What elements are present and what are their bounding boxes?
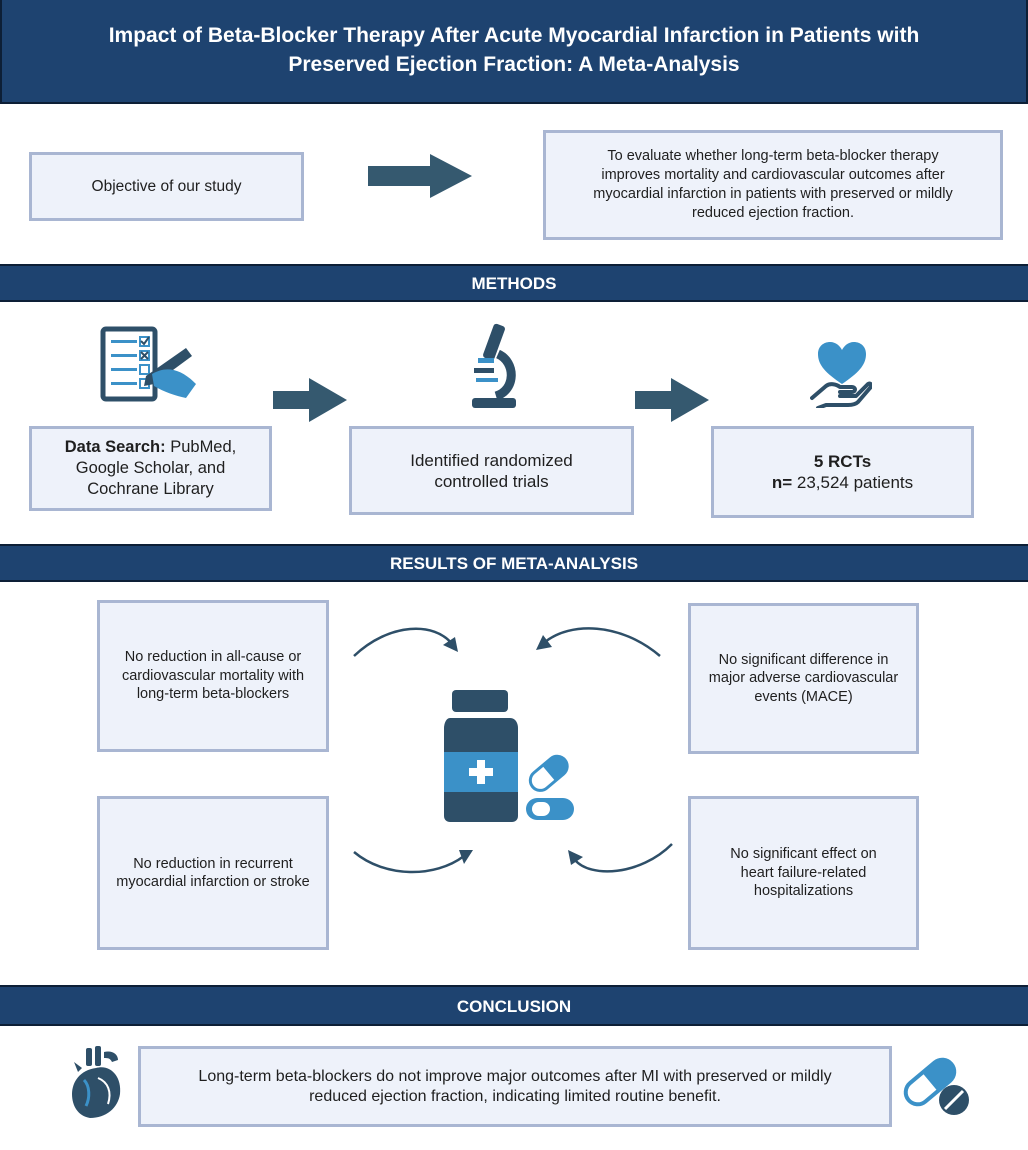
identified-trials-text: Identified randomized controlled trials: [410, 450, 573, 491]
checklist-icon: [100, 326, 196, 402]
result-box-hf-hospitalization: No significant effect on heart failure-r…: [688, 796, 919, 950]
objective-label: Objective of our study: [91, 178, 242, 195]
objective-text-box: To evaluate whether long-term beta-block…: [543, 130, 1003, 240]
title-line-2: Preserved Ejection Fraction: A Meta-Anal…: [288, 53, 740, 76]
objective-label-box: Objective of our study: [29, 152, 304, 221]
right-arrow-icon: [635, 378, 709, 422]
microscope-icon: [472, 323, 516, 408]
result-box-mortality: No reduction in all-cause or cardiovascu…: [97, 600, 329, 752]
heart-organ-icon: [72, 1046, 121, 1118]
data-search-box: Data Search: PubMed, Google Scholar, and…: [29, 426, 272, 511]
identified-trials-box: Identified randomized controlled trials: [349, 426, 634, 515]
conclusion-box: Long-term beta-blockers do not improve m…: [138, 1046, 892, 1127]
conclusion-text: Long-term beta-blockers do not improve m…: [198, 1067, 832, 1105]
conclusion-header: CONCLUSION: [0, 985, 1028, 1026]
right-arrow-icon: [368, 154, 472, 198]
title-line-1: Impact of Beta-Blocker Therapy After Acu…: [108, 24, 920, 47]
patient-count: n= 23,524 patients: [771, 473, 914, 492]
right-arrow-icon: [273, 378, 347, 422]
curved-arrows-icon: [353, 627, 673, 874]
medicine-bottle-icon: [444, 690, 574, 822]
results-header: RESULTS OF META-ANALYSIS: [0, 544, 1028, 582]
rcts-count: 5 RCTs: [813, 452, 872, 471]
result-box-mace: No significant difference in major adver…: [688, 603, 919, 754]
pill-tablet-icon: [903, 1057, 969, 1115]
methods-header: METHODS: [0, 264, 1028, 302]
data-search-text: Data Search: PubMed, Google Scholar, and…: [64, 438, 237, 498]
heart-hand-icon: [810, 342, 872, 408]
result-box-recurrent-mi: No reduction in recurrent myocardial inf…: [97, 796, 329, 950]
rcts-box: 5 RCTs n= 23,524 patients: [711, 426, 974, 518]
objective-text: To evaluate whether long-term beta-block…: [593, 148, 953, 221]
title-banner: Impact of Beta-Blocker Therapy After Acu…: [0, 0, 1028, 104]
